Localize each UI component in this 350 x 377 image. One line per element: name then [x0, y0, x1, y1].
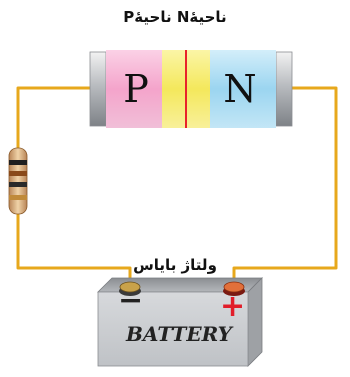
p-region-label: P [123, 67, 149, 111]
circuit-wires [16, 86, 338, 286]
n-region-label: N [223, 67, 257, 111]
wire-right [232, 86, 338, 286]
positive-terminal [223, 281, 245, 296]
wire-left [16, 86, 90, 150]
p-region [106, 50, 162, 128]
bias-voltage-label: ولتاژ بایاس [133, 256, 217, 274]
negative-terminal [119, 281, 141, 296]
minus-sign: − [118, 283, 144, 318]
resistor [8, 147, 28, 215]
plus-sign: + [220, 289, 246, 324]
diagram-title: ناحیهٔN ناحیهٔP [123, 8, 227, 26]
n-region [210, 50, 276, 128]
diode-body [89, 50, 293, 128]
battery-label: BATTERY [126, 322, 232, 346]
diode-left-cap [89, 51, 107, 127]
wire-left-lower [16, 212, 132, 286]
diode-right-cap [275, 51, 293, 127]
battery-body [97, 277, 263, 367]
